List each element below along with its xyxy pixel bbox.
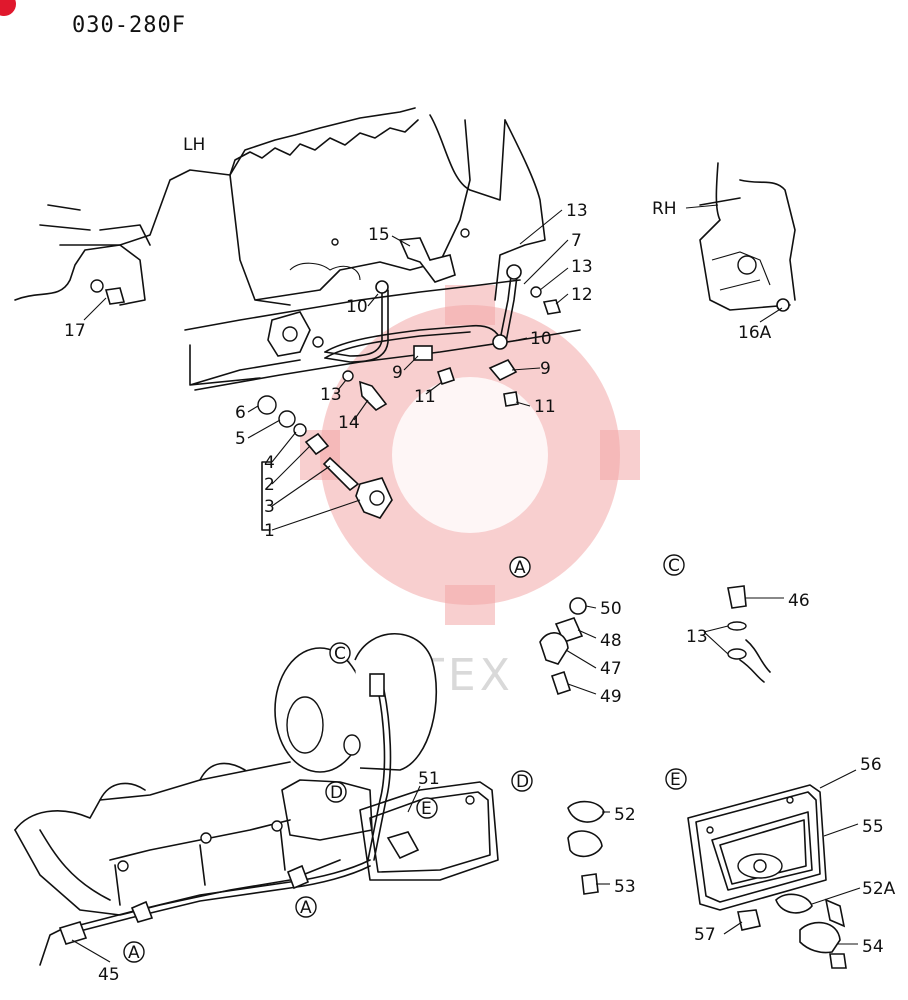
view-marker-c	[663, 554, 685, 576]
view-marker-a-pipe	[295, 896, 317, 918]
washer-5	[278, 410, 296, 428]
detail-a	[539, 597, 587, 696]
leader-lines	[71, 204, 861, 963]
svg-text:C: C	[668, 556, 680, 576]
side-label-rh: RH	[652, 199, 677, 219]
gasket-52	[567, 800, 605, 823]
callout-45: 45	[98, 965, 120, 985]
callout-11-right: 11	[534, 397, 556, 417]
callout-7: 7	[571, 231, 582, 251]
callout-16a: 16A	[738, 323, 772, 343]
view-marker-a	[509, 556, 531, 578]
svg-text:A: A	[300, 898, 312, 918]
bracket-15	[398, 237, 456, 283]
callout-56: 56	[860, 755, 882, 775]
callout-49: 49	[600, 687, 622, 707]
view-marker-d	[511, 770, 533, 792]
callout-47: 47	[600, 659, 622, 679]
callout-12: 12	[571, 285, 593, 305]
svg-text:E: E	[421, 799, 432, 819]
callout-13-c: 13	[320, 385, 342, 405]
oil-return-pipe-45	[58, 859, 371, 945]
detail-c	[727, 585, 771, 683]
view-markers: A C C D D E E A A	[123, 554, 687, 963]
watermark-logo: MHTEX	[300, 285, 640, 701]
bolt-49	[550, 670, 572, 696]
callout-53: 53	[614, 877, 636, 897]
view-marker-e	[665, 768, 687, 790]
callout-17: 17	[64, 321, 86, 341]
bolt-57	[737, 909, 761, 931]
bolt-50	[569, 597, 587, 615]
bolt-11-a	[436, 366, 456, 386]
view-marker-a-end	[123, 941, 145, 963]
callout-3: 3	[264, 497, 275, 517]
callout-57: 57	[694, 925, 716, 945]
callout-55: 55	[862, 817, 884, 837]
engine-block-rh: RH	[652, 162, 796, 312]
valve-2	[304, 432, 330, 456]
callout-52a: 52A	[862, 879, 896, 899]
callout-52: 52	[614, 805, 636, 825]
eye-bolt-14	[359, 380, 388, 412]
diagram-title: 030-280F	[72, 13, 186, 38]
elbow-54	[799, 921, 841, 954]
clamp-9-left	[413, 345, 433, 361]
callout-10-left: 10	[346, 297, 368, 317]
svg-text:A: A	[128, 943, 140, 963]
view-marker-e-turbo	[416, 797, 438, 819]
callout-2: 2	[264, 475, 275, 495]
callout-4: 4	[264, 453, 275, 473]
engine-block-lh: LH	[14, 107, 581, 391]
callout-48: 48	[600, 631, 622, 651]
plug-6	[257, 395, 277, 415]
oring-4	[293, 423, 307, 437]
callout-15: 15	[368, 225, 390, 245]
callout-13-a: 13	[566, 201, 588, 221]
callout-46: 46	[788, 591, 810, 611]
callout-11-left: 11	[414, 387, 436, 407]
callout-13-d: 13	[686, 627, 708, 647]
oil-line-assembly	[257, 237, 562, 531]
callout-9-left: 9	[392, 363, 403, 383]
svg-text:D: D	[516, 772, 529, 792]
bolt-16a	[776, 298, 790, 312]
plug-17	[90, 279, 126, 305]
callouts: 1 2 3 4 5 6 7 9 9 10 10 11 11 12 13 13 1…	[64, 201, 896, 985]
bolt-53	[581, 873, 599, 895]
callout-13-b: 13	[571, 257, 593, 277]
bolt-46	[727, 585, 747, 609]
view-marker-c-turbo	[329, 642, 351, 664]
callout-6: 6	[235, 403, 246, 423]
side-label-lh: LH	[183, 135, 205, 155]
clamp-9-right	[488, 358, 518, 381]
svg-text:A: A	[514, 558, 526, 578]
callout-14: 14	[338, 413, 360, 433]
callout-10-right: 10	[530, 329, 552, 349]
callout-1: 1	[264, 521, 275, 541]
view-marker-d-turbo	[325, 781, 347, 803]
bolt-54	[829, 953, 847, 969]
spring-3	[322, 456, 360, 492]
callout-5: 5	[235, 429, 246, 449]
bolt-11-b	[503, 391, 519, 407]
callout-51: 51	[418, 769, 440, 789]
svg-text:C: C	[334, 644, 346, 664]
flange-53	[567, 830, 603, 858]
detail-d	[567, 800, 605, 895]
callout-50: 50	[600, 599, 622, 619]
detail-e	[687, 784, 847, 969]
callout-54: 54	[862, 937, 884, 957]
callout-9-right: 9	[540, 359, 551, 379]
turbocharger	[274, 632, 438, 861]
corner-mark	[0, 0, 16, 16]
clamp-47	[539, 632, 569, 665]
svg-text:D: D	[330, 783, 343, 803]
gasket-52a	[775, 893, 813, 914]
svg-text:E: E	[670, 770, 681, 790]
